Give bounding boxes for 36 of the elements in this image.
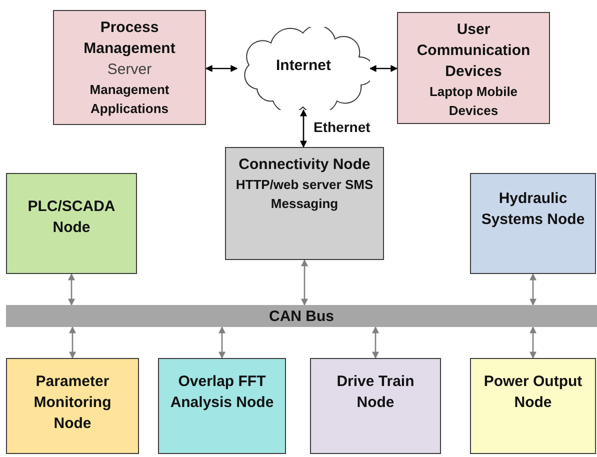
node-box bbox=[6, 358, 139, 454]
node-title: Overlap FFT Analysis Node bbox=[169, 372, 275, 413]
node-box bbox=[470, 173, 596, 274]
connector-arrow bbox=[205, 65, 238, 72]
node-box bbox=[225, 147, 384, 260]
node-title: User Communication Devices bbox=[416, 20, 532, 82]
edge-label: Ethernet bbox=[312, 118, 372, 134]
node-subtitle: Server bbox=[107, 60, 152, 80]
node-detail: Laptop Mobile Devices bbox=[428, 83, 519, 120]
node-title: Parameter Monitoring Node bbox=[32, 372, 112, 434]
connector-arrow bbox=[68, 273, 75, 306]
node-title: PLC/SCADA Node bbox=[26, 197, 116, 238]
connector-arrow bbox=[218, 326, 226, 359]
node-box bbox=[310, 358, 441, 454]
node-title: Drive Train Node bbox=[336, 372, 416, 413]
node-title: Internet bbox=[276, 56, 331, 76]
connector-arrow bbox=[530, 326, 536, 359]
connector-arrow bbox=[69, 326, 76, 359]
node-title: CAN Bus bbox=[268, 306, 334, 326]
node-title: Hydraulic Systems Node bbox=[480, 189, 586, 230]
connector-arrow bbox=[301, 259, 308, 306]
node-detail: HTTP/web server SMS Messaging bbox=[234, 176, 374, 213]
node-detail: Management Applications bbox=[88, 81, 170, 118]
node-box bbox=[470, 358, 596, 454]
node-box bbox=[397, 12, 550, 124]
node-title: Power Output Node bbox=[482, 372, 584, 413]
node-box bbox=[6, 173, 137, 274]
bus-bar bbox=[6, 305, 597, 327]
connector-arrow bbox=[369, 65, 398, 72]
node-title: Connectivity Node bbox=[238, 155, 370, 175]
connector-arrow bbox=[300, 109, 307, 148]
connector-arrow bbox=[372, 326, 379, 359]
node-box bbox=[53, 10, 206, 125]
connector-arrow bbox=[530, 273, 536, 306]
node-title: Process Management bbox=[82, 18, 176, 59]
node-box bbox=[158, 358, 286, 454]
